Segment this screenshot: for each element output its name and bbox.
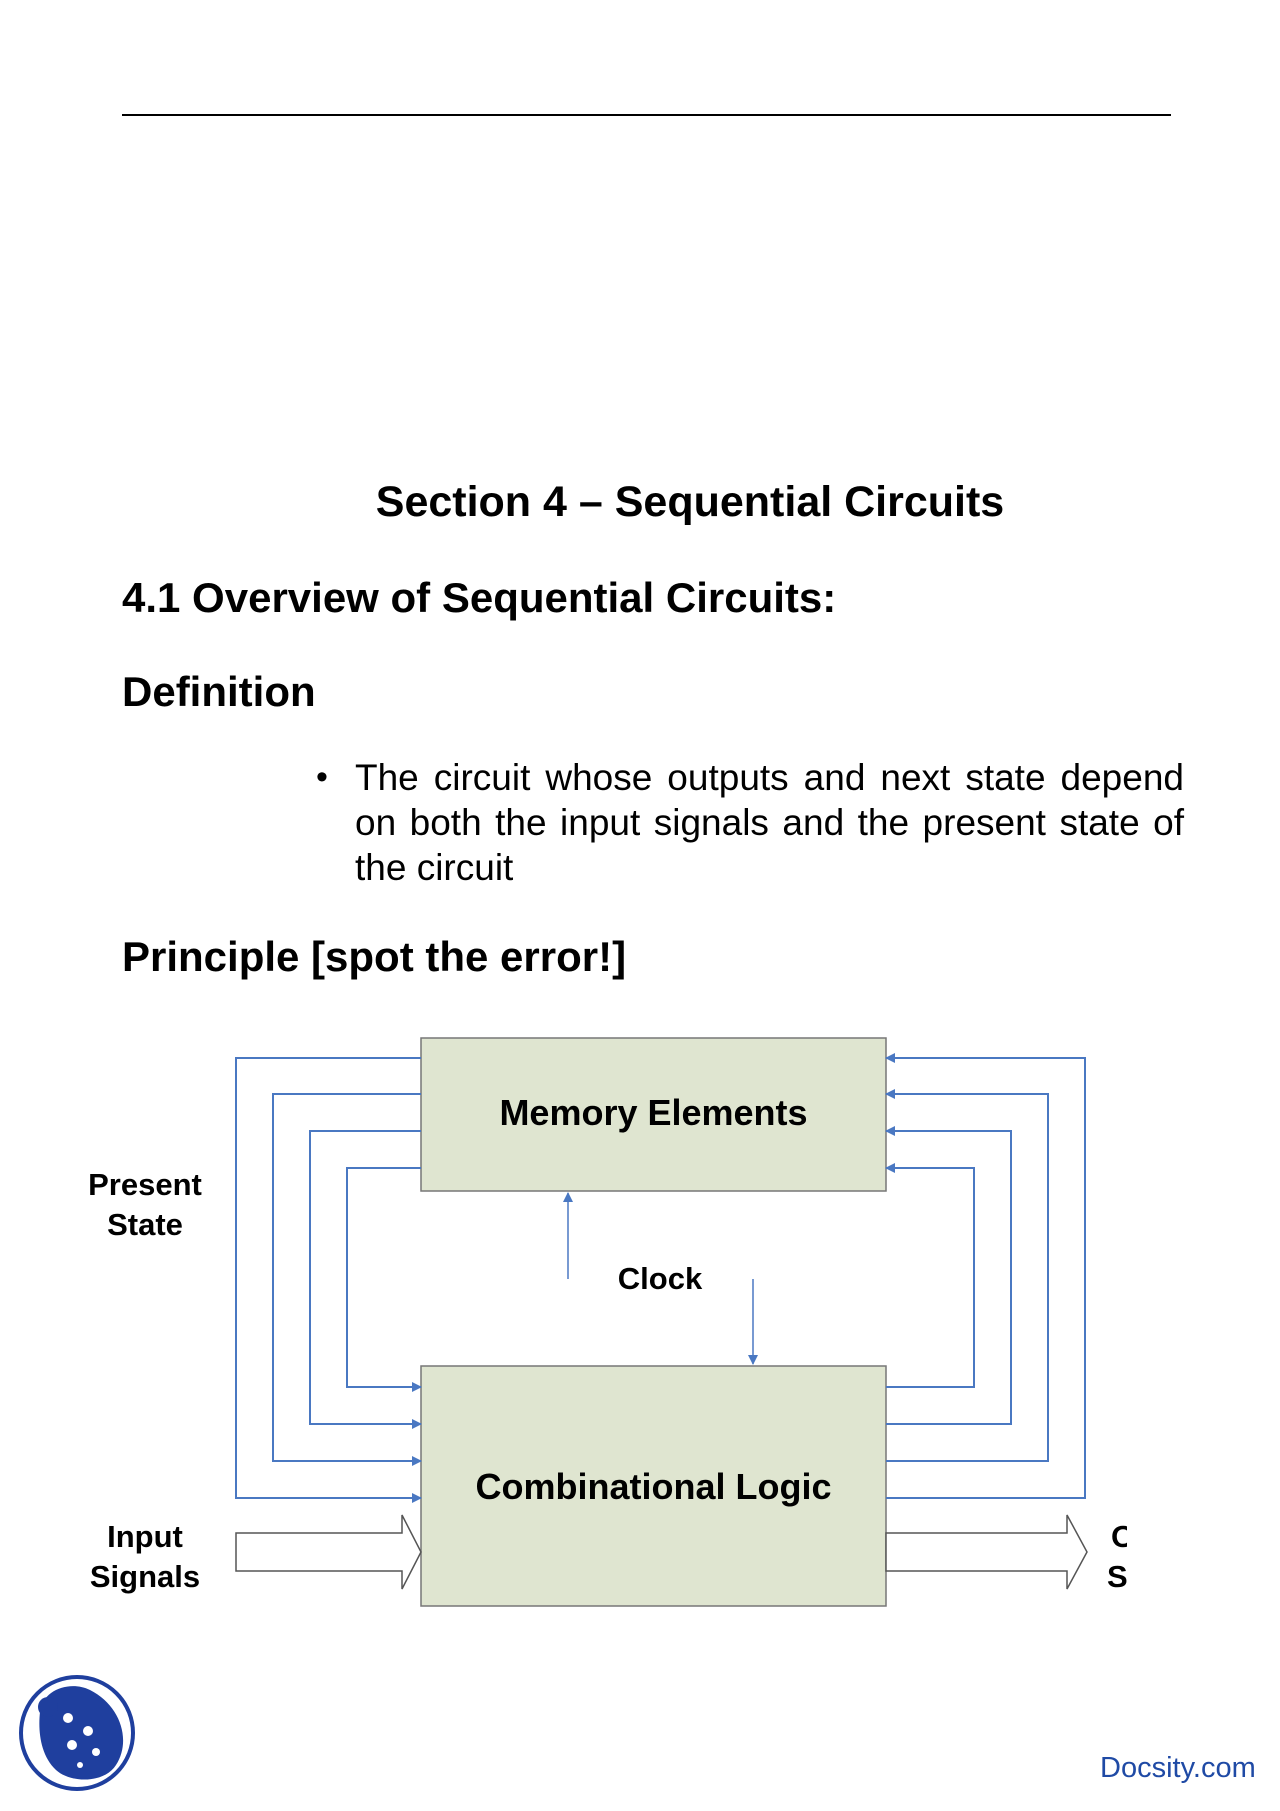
definition-heading: Definition (122, 668, 316, 715)
input-signals-arrow (235, 1514, 422, 1590)
principle-heading: Principle [spot the error!] (122, 933, 627, 980)
bullet-icon: • (316, 758, 328, 796)
output-signals-label: Output Signals (1107, 1519, 1127, 1594)
next-state-lines (885, 1053, 1086, 1499)
present-state-lines (235, 1057, 422, 1503)
definition-bullet: • The circuit whose outputs and next sta… (316, 755, 1184, 890)
output-signals-arrow (885, 1514, 1088, 1590)
overview-heading: 4.1 Overview of Sequential Circuits: (122, 574, 837, 621)
memory-elements-box (420, 1037, 887, 1192)
combinational-logic-label: Combinational Logic (475, 1466, 832, 1507)
memory-elements-label: Memory Elements (499, 1092, 808, 1133)
combinational-logic-box (420, 1365, 887, 1607)
section-title: Section 4 – Sequential Circuits (375, 478, 1005, 526)
brand-link[interactable]: Docsity.com (1100, 1752, 1256, 1784)
clock-label: Clock (617, 1261, 703, 1296)
definition-bullet-text: The circuit whose outputs and next state… (355, 757, 1184, 888)
present-state-label: Present State (88, 1167, 202, 1242)
ladybug-logo-icon (19, 1675, 135, 1791)
top-rule (122, 114, 1171, 116)
input-signals-label: Input Signals (89, 1519, 201, 1594)
